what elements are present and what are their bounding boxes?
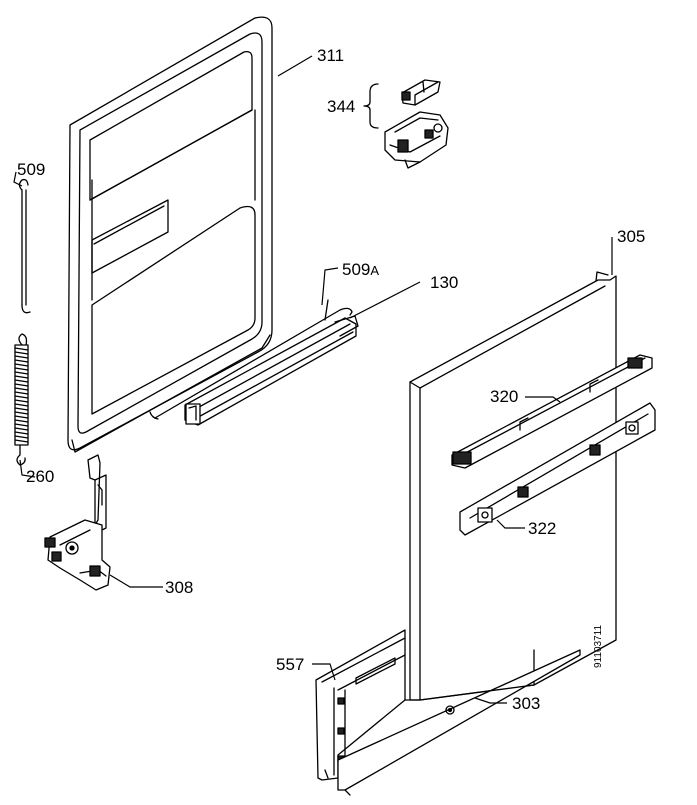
coil-spring-260 (14, 333, 29, 466)
seal-profile-509a (149, 299, 353, 420)
label-303: 303 (512, 694, 540, 713)
spring-coil (14, 387, 29, 391)
leader-509 (13, 171, 23, 187)
spring-coil (14, 399, 29, 403)
spring-coil (14, 435, 29, 439)
leader-322 (496, 519, 525, 529)
spring-hook-509 (18, 178, 31, 314)
label-509a-number: 509 (342, 260, 370, 279)
inner-door-panel-311 (67, 16, 273, 453)
spring-coil (14, 423, 29, 427)
spring-coil (14, 351, 29, 355)
label-509: 509 (17, 160, 45, 179)
leader-303 (474, 697, 507, 704)
leader-130 (349, 281, 421, 319)
spring-coil (14, 415, 29, 419)
spring-coil (14, 371, 29, 375)
lock-assembly-344 (384, 79, 449, 169)
label-305: 305 (617, 227, 645, 246)
leader-311 (277, 55, 313, 77)
kick-plate-557 (315, 629, 406, 781)
label-130: 130 (430, 273, 458, 292)
spring-coil (14, 439, 29, 443)
spring-coil (14, 367, 29, 371)
label-260: 260 (26, 467, 54, 486)
spring-coil (14, 431, 29, 435)
spring-coil (14, 411, 29, 415)
spring-coil (14, 419, 29, 423)
spring-coil (14, 379, 29, 383)
drawing-code: 91103711 (593, 625, 604, 668)
hinge-308 (44, 454, 111, 591)
spring-coil (14, 375, 29, 379)
leader-509a (321, 267, 339, 306)
label-344: 344 (327, 97, 355, 116)
handle-rail-320 (451, 354, 653, 469)
spring-coil (14, 355, 29, 359)
lock-brace (363, 83, 379, 129)
spring-coil (14, 359, 29, 363)
spring-coil (14, 403, 29, 407)
label-308: 308 (165, 578, 193, 597)
label-311: 311 (317, 46, 344, 65)
label-557: 557 (276, 655, 304, 674)
leader-lines (13, 55, 613, 704)
leader-260 (19, 459, 36, 478)
spring-coil (14, 395, 29, 399)
leader-308 (109, 574, 163, 588)
bracket-rail-322 (459, 402, 656, 536)
label-509a: 509A (342, 260, 379, 279)
spring-coil (14, 391, 29, 395)
spring-coil (14, 347, 29, 351)
base-plate-303 (337, 649, 581, 796)
label-322: 322 (528, 519, 556, 538)
door-seal-130 (184, 315, 359, 426)
leader-557 (312, 663, 336, 681)
label-509a-suffix: A (370, 263, 379, 278)
label-320: 320 (490, 387, 518, 406)
leader-320 (525, 396, 561, 403)
spring-coil (14, 407, 29, 411)
spring-coil (14, 383, 29, 387)
spring-coil (14, 427, 29, 431)
part-labels: 311 344 509 305 509A 130 320 260 322 308… (17, 46, 645, 713)
spring-coil (14, 363, 29, 367)
